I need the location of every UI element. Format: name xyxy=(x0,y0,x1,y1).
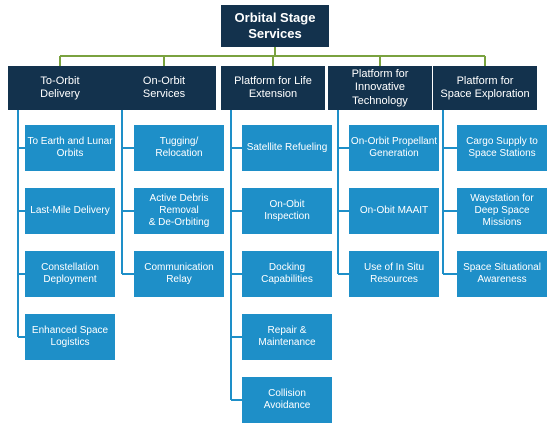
category-node-3: Platform for Life Extension xyxy=(221,66,325,110)
service-node-4-1: On-Orbit Propellant Generation xyxy=(349,125,439,171)
service-node-3-3: Docking Capabilities xyxy=(242,251,332,297)
category-node-4: Platform for Innovative Technology xyxy=(328,66,432,110)
service-node-1-2: Last-Mile Delivery xyxy=(25,188,115,234)
category-node-2: On-Orbit Services xyxy=(112,66,216,110)
category-node-1: To-Orbit Delivery xyxy=(8,66,112,110)
service-node-1-4: Enhanced Space Logistics xyxy=(25,314,115,360)
service-node-5-2: Waystation for Deep Space Missions xyxy=(457,188,547,234)
service-node-4-2: On-Obit MAAIT xyxy=(349,188,439,234)
service-node-3-4: Repair & Maintenance xyxy=(242,314,332,360)
service-node-5-1: Cargo Supply to Space Stations xyxy=(457,125,547,171)
service-node-3-1: Satellite Refueling xyxy=(242,125,332,171)
service-node-3-2: On-Obit Inspection xyxy=(242,188,332,234)
service-node-1-3: Constellation Deployment xyxy=(25,251,115,297)
category-node-5: Platform for Space Exploration xyxy=(433,66,537,110)
service-node-5-3: Space Situational Awareness xyxy=(457,251,547,297)
service-node-2-3: Communication Relay xyxy=(134,251,224,297)
service-node-3-5: Collision Avoidance xyxy=(242,377,332,423)
service-node-2-1: Tugging/ Relocation xyxy=(134,125,224,171)
root-node: Orbital Stage Services xyxy=(221,5,329,47)
service-node-4-3: Use of In Situ Resources xyxy=(349,251,439,297)
service-node-2-2: Active Debris Removal & De-Orbiting xyxy=(134,188,224,234)
service-node-1-1: To Earth and Lunar Orbits xyxy=(25,125,115,171)
